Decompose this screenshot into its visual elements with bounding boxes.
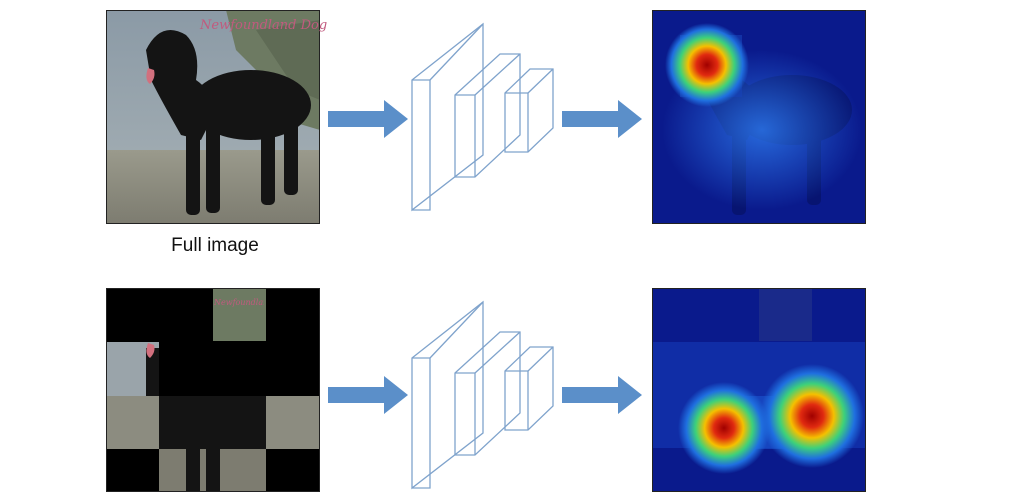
cnn-diagram-1 — [411, 22, 554, 212]
input-caption: Full image — [171, 235, 259, 256]
input-image-full — [106, 10, 320, 224]
watermark-text-2: Newfoundland Dog — [214, 298, 264, 307]
arrow-cnn-to-heatmap-2 — [562, 376, 642, 414]
arrow-input-to-cnn-1 — [328, 100, 408, 138]
arrow-input-to-cnn-2 — [328, 376, 408, 414]
heatmap-masked — [652, 288, 866, 492]
watermark-text-1: Newfoundland Dog — [200, 18, 328, 33]
cnn-diagram-2 — [411, 300, 554, 490]
input-image-masked — [106, 288, 320, 492]
heatmap-full — [652, 10, 866, 224]
arrow-cnn-to-heatmap-1 — [562, 100, 642, 138]
